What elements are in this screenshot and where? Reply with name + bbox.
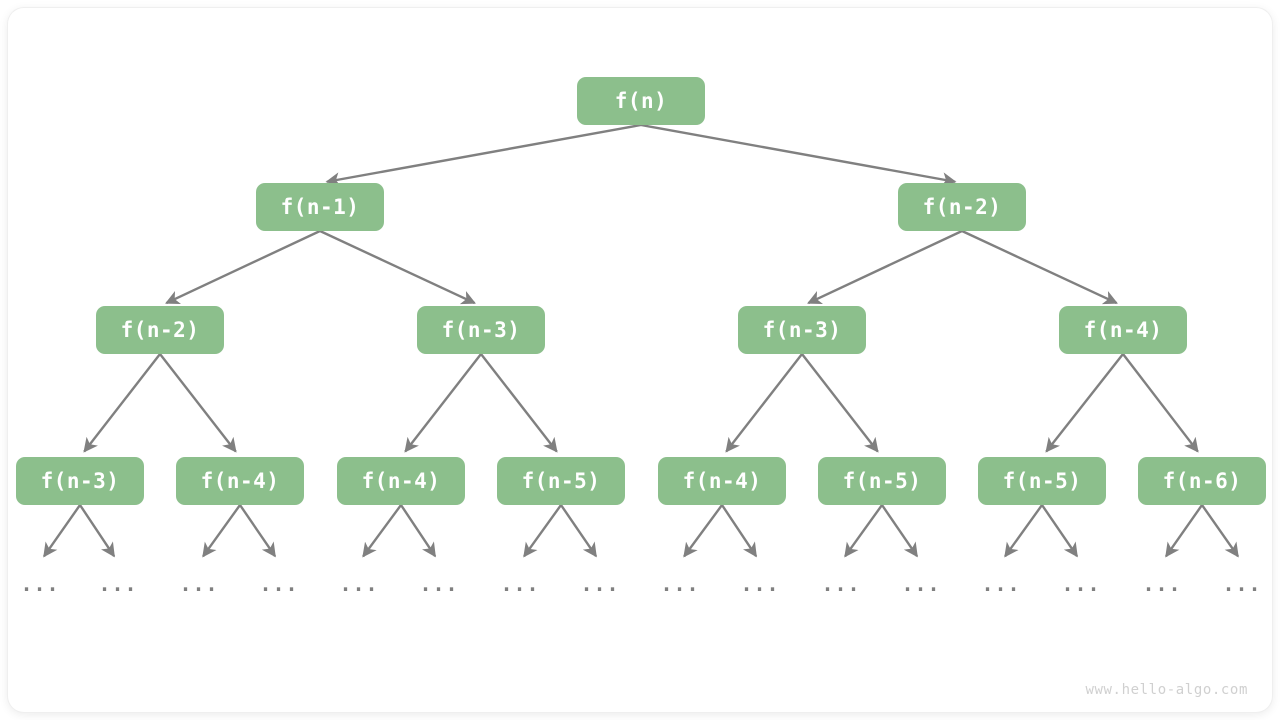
tree-node: f(n-5) — [978, 457, 1106, 505]
tree-node: f(n-2) — [96, 306, 224, 354]
tree-node: f(n-3) — [738, 306, 866, 354]
tree-node: f(n-4) — [658, 457, 786, 505]
ellipsis-label: ... — [821, 572, 861, 596]
ellipsis-label: ... — [740, 572, 780, 596]
tree-node: f(n-3) — [16, 457, 144, 505]
tree-node: f(n-6) — [1138, 457, 1266, 505]
ellipsis-label: ... — [259, 572, 299, 596]
ellipsis-label: ... — [901, 572, 941, 596]
ellipsis-label: ... — [1061, 572, 1101, 596]
ellipsis-label: ... — [660, 572, 700, 596]
tree-node: f(n-5) — [818, 457, 946, 505]
tree-node: f(n-4) — [1059, 306, 1187, 354]
tree-node: f(n-1) — [256, 183, 384, 231]
ellipsis-label: ... — [20, 572, 60, 596]
tree-node: f(n-5) — [497, 457, 625, 505]
ellipsis-label: ... — [1222, 572, 1262, 596]
tree-node: f(n-2) — [898, 183, 1026, 231]
ellipsis-label: ... — [981, 572, 1021, 596]
ellipsis-label: ... — [419, 572, 459, 596]
ellipsis-label: ... — [179, 572, 219, 596]
ellipsis-label: ... — [339, 572, 379, 596]
tree-node: f(n-4) — [337, 457, 465, 505]
tree-node: f(n-4) — [176, 457, 304, 505]
tree-node: f(n) — [577, 77, 705, 125]
tree-node: f(n-3) — [417, 306, 545, 354]
ellipsis-label: ... — [500, 572, 540, 596]
ellipsis-label: ... — [98, 572, 138, 596]
ellipsis-label: ... — [580, 572, 620, 596]
ellipsis-label: ... — [1142, 572, 1182, 596]
watermark: www.hello-algo.com — [1085, 682, 1248, 698]
